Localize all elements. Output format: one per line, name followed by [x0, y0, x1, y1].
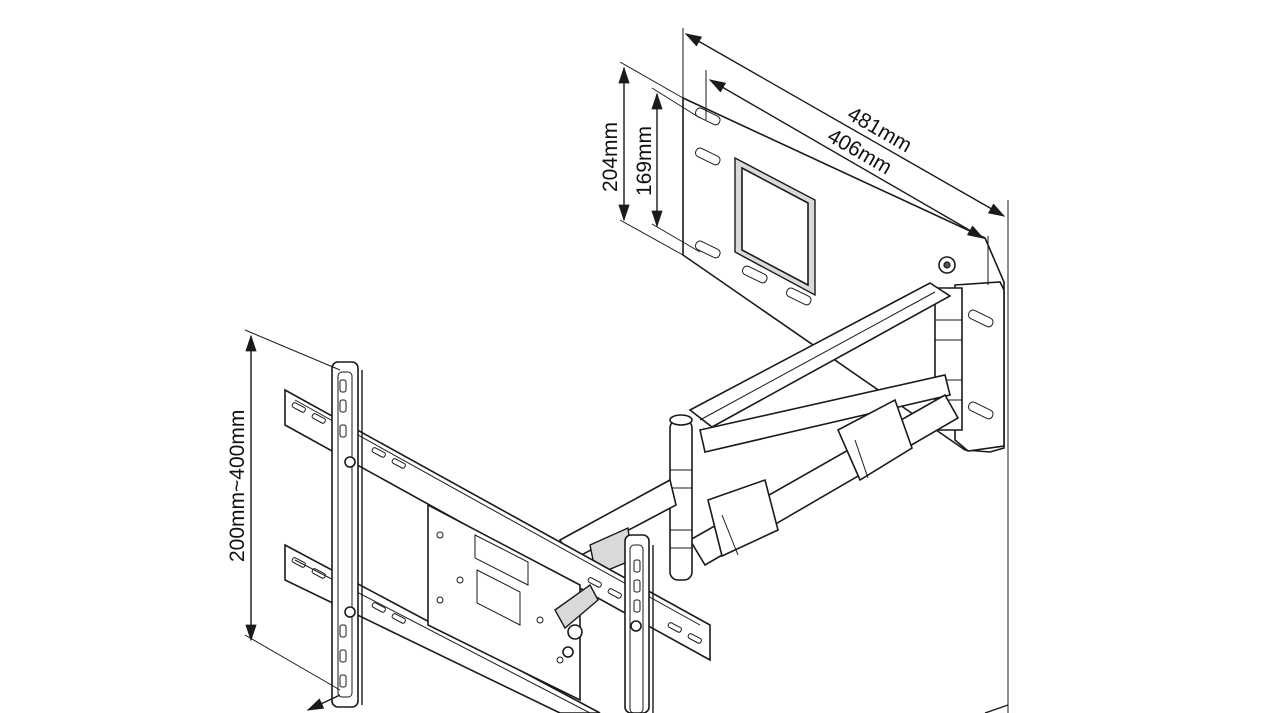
lower-arm [558, 393, 960, 581]
dimension-204: 204mm [599, 61, 684, 256]
dimension-169: 169mm [633, 87, 701, 253]
dimension-vesa-range: 200mm~400mm [226, 329, 1009, 713]
dimension-label-169: 169mm [633, 126, 656, 196]
dimension-label-204: 204mm [599, 122, 622, 192]
upper-arm [688, 282, 952, 453]
tv-bracket-left [331, 361, 363, 708]
tv-bracket-right [624, 534, 654, 713]
dimension-label-vesa-range: 200mm~400mm [226, 410, 249, 562]
tv-frame [284, 388, 711, 713]
